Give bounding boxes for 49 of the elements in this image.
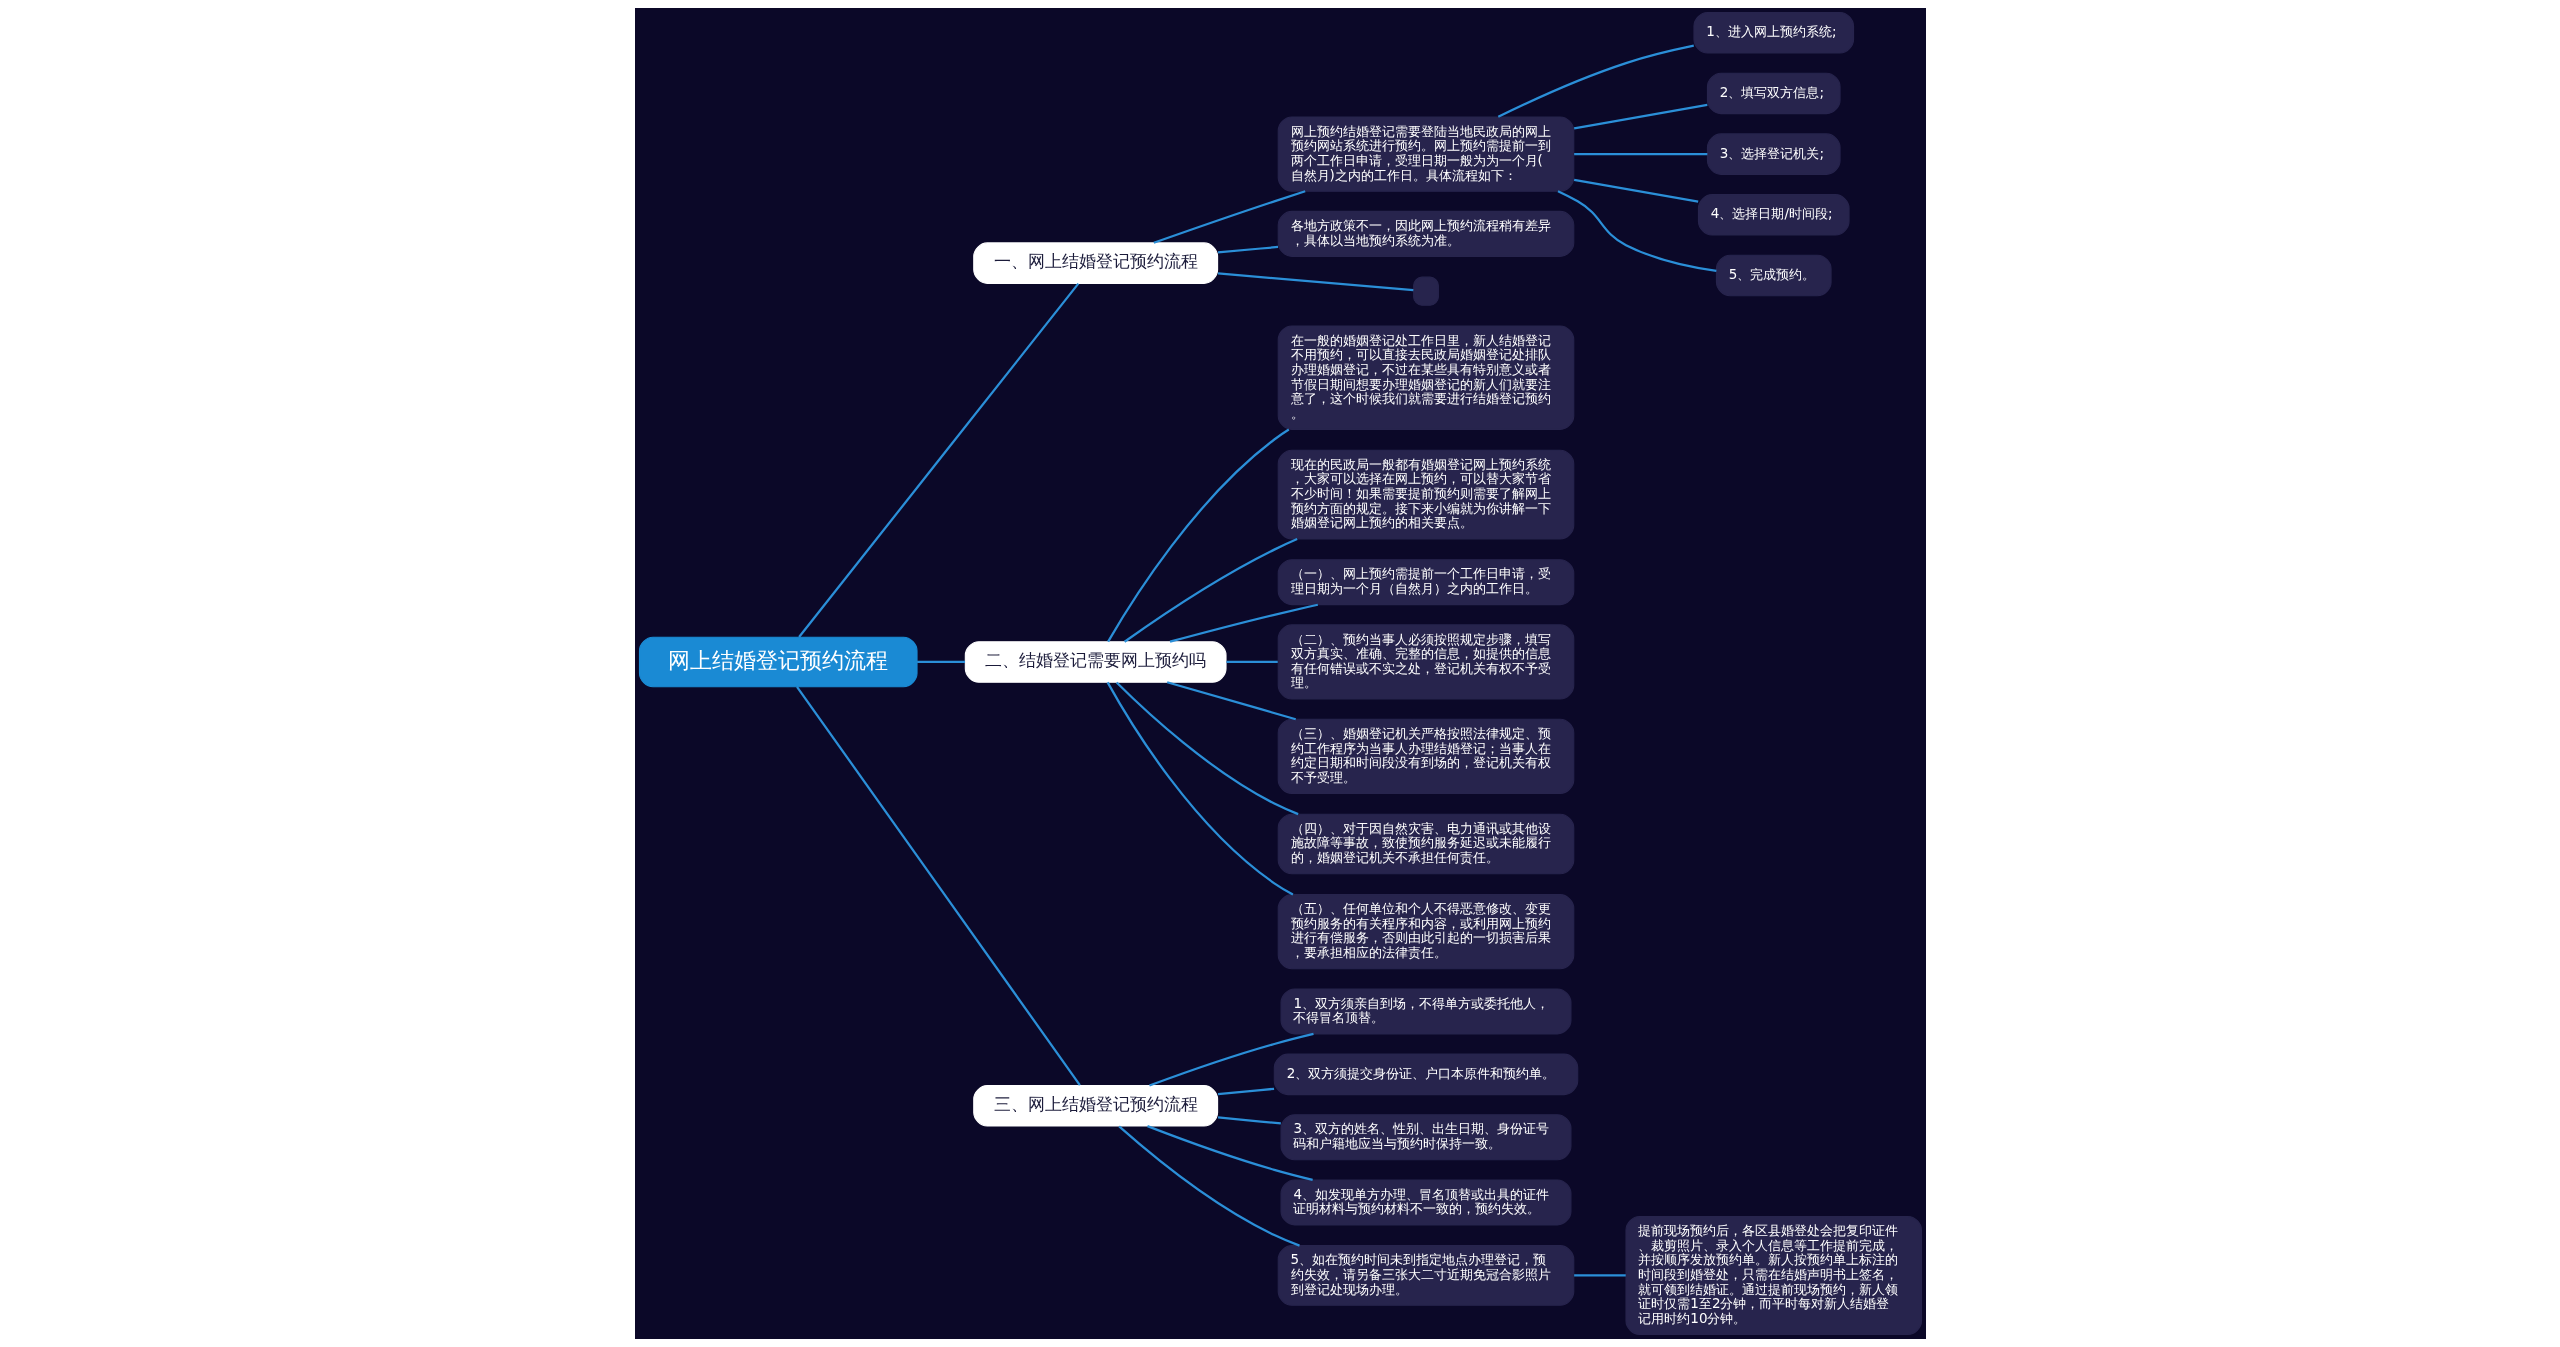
connector xyxy=(1123,538,1298,643)
connector xyxy=(797,282,1079,638)
node-box: 在一般的婚姻登记处工作日里，新人结婚登记不用预约，可以直接去民政局婚姻登记处排队办理婚姻登记，不过在某些具有特别意义或者节假日期间想要办理婚姻登记的新人们就要注意了，这个时候我们就需要进行结婚登记预约。 xyxy=(1277,325,1574,430)
node-box: 各地方政策不一，因此网上预约流程稍有差异，具体以当地预约系统为准。 xyxy=(1277,210,1574,257)
connector xyxy=(1225,660,1278,664)
connector xyxy=(1573,103,1707,130)
connector xyxy=(1497,44,1694,118)
node-box: 5、如在预约时间未到指定地点办理登记，预约失效，请另备三张大二寸近期免冠合影照片到登记处现场办理。 xyxy=(1277,1245,1574,1306)
connector xyxy=(1117,1125,1300,1247)
node-box: 网上预约结婚登记需要登陆当地民政局的网上预约网站系统进行预约。网上预约需提前一到两个工作日申请，受理日期一般为为一个月(自然月)之内的工作日。具体流程如下： xyxy=(1277,116,1574,192)
connector xyxy=(1217,1116,1281,1125)
node-box: 2、填写双方信息; xyxy=(1706,72,1841,115)
node-box: （一）、网上预约需提前一个工作日申请，受理日期为一个月（自然月）之内的工作日。 xyxy=(1277,559,1574,606)
node-box: （五）、任何单位和个人不得恶意修改、变更预约服务的有关程序和内容，或利用网上预约进行有偿服务，否则由此引起的一切损害后果，要承担相应的法律责任。 xyxy=(1277,894,1574,970)
node-box: （二）、预约当事人必须按照规定步骤，填写双方真实、准确、完整的信息，如提供的信息有任何错误或不实之处，登记机关有权不予受理。 xyxy=(1277,624,1574,700)
node-box: 现在的民政局一般都有婚姻登记网上预约系统，大家可以选择在网上预约，可以替大家节省不少时间！如果需要提前预约则需要了解网上预约方面的规定。接下来小编就为你讲解一下婚姻登记网上预约的相关要点。 xyxy=(1277,449,1574,540)
connector xyxy=(1169,603,1318,643)
node-box: 1、双方须亲自到场，不得单方或委托他人，不得冒名顶替。 xyxy=(1280,988,1571,1035)
connector xyxy=(795,686,1081,1086)
connector xyxy=(1557,190,1716,272)
connector xyxy=(1148,1032,1314,1087)
node-box: 4、选择日期/时间段; xyxy=(1697,194,1850,236)
node-box: 3、双方的姓名、性别、出生日期、身份证号码和户籍地应当与预约时保持一致。 xyxy=(1280,1114,1571,1161)
connector xyxy=(1217,272,1413,292)
node-box: 一、网上结婚登记预约流程 xyxy=(972,242,1218,284)
connector xyxy=(1106,428,1289,643)
node-box: 提前现场预约后，各区县婚登处会把复印证件、裁剪照片、录入个人信息等工作提前完成，并按顺序发放预约单。新人按预约单上标注的时间段到婚登处，只需在结婚声明书上签名，就可领到结婚证。通过提前现场预约，新人领证时仅需1至2分钟，而平时每对新人结婚登记用时约10分钟。 xyxy=(1624,1215,1922,1335)
node-box: 三、网上结婚登记预约流程 xyxy=(972,1085,1218,1127)
connector xyxy=(1573,178,1698,203)
connector xyxy=(1115,681,1299,816)
connector xyxy=(916,660,965,664)
connector xyxy=(1152,190,1306,244)
node-box: 1、进入网上预约系统; xyxy=(1692,12,1854,54)
connector xyxy=(1217,245,1278,254)
node-box: 网上结婚登记预约流程 xyxy=(638,636,918,688)
node-box: （四）、对于因自然灾害、电力通讯或其他设施故障等事故，致使预约服务延迟或未能履行的，婚姻登记机关不承担任何责任。 xyxy=(1277,813,1574,875)
node-box: 二、结婚登记需要网上预约吗 xyxy=(964,641,1227,683)
node-box xyxy=(1412,276,1439,306)
connector xyxy=(1146,1125,1313,1181)
node-box: 2、双方须提交身份证、户口本原件和预约单。 xyxy=(1273,1053,1578,1096)
connector xyxy=(1217,1087,1274,1096)
node-box: 4、如发现单方办理、冒名顶替或出具的证件证明材料与预约材料不一致的，预约失效。 xyxy=(1280,1179,1571,1226)
connector xyxy=(1573,1274,1626,1277)
connector xyxy=(1106,681,1293,896)
node-box: 3、选择登记机关; xyxy=(1706,133,1841,175)
connector xyxy=(1573,153,1707,156)
node-box: 5、完成预约。 xyxy=(1715,254,1832,297)
connector xyxy=(1166,681,1296,721)
node-box: （三）、婚姻登记机关严格按照法律规定、预约工作程序为当事人办理结婚登记；当事人在约定日期和时间段没有到场的，登记机关有权不予受理。 xyxy=(1277,718,1574,794)
